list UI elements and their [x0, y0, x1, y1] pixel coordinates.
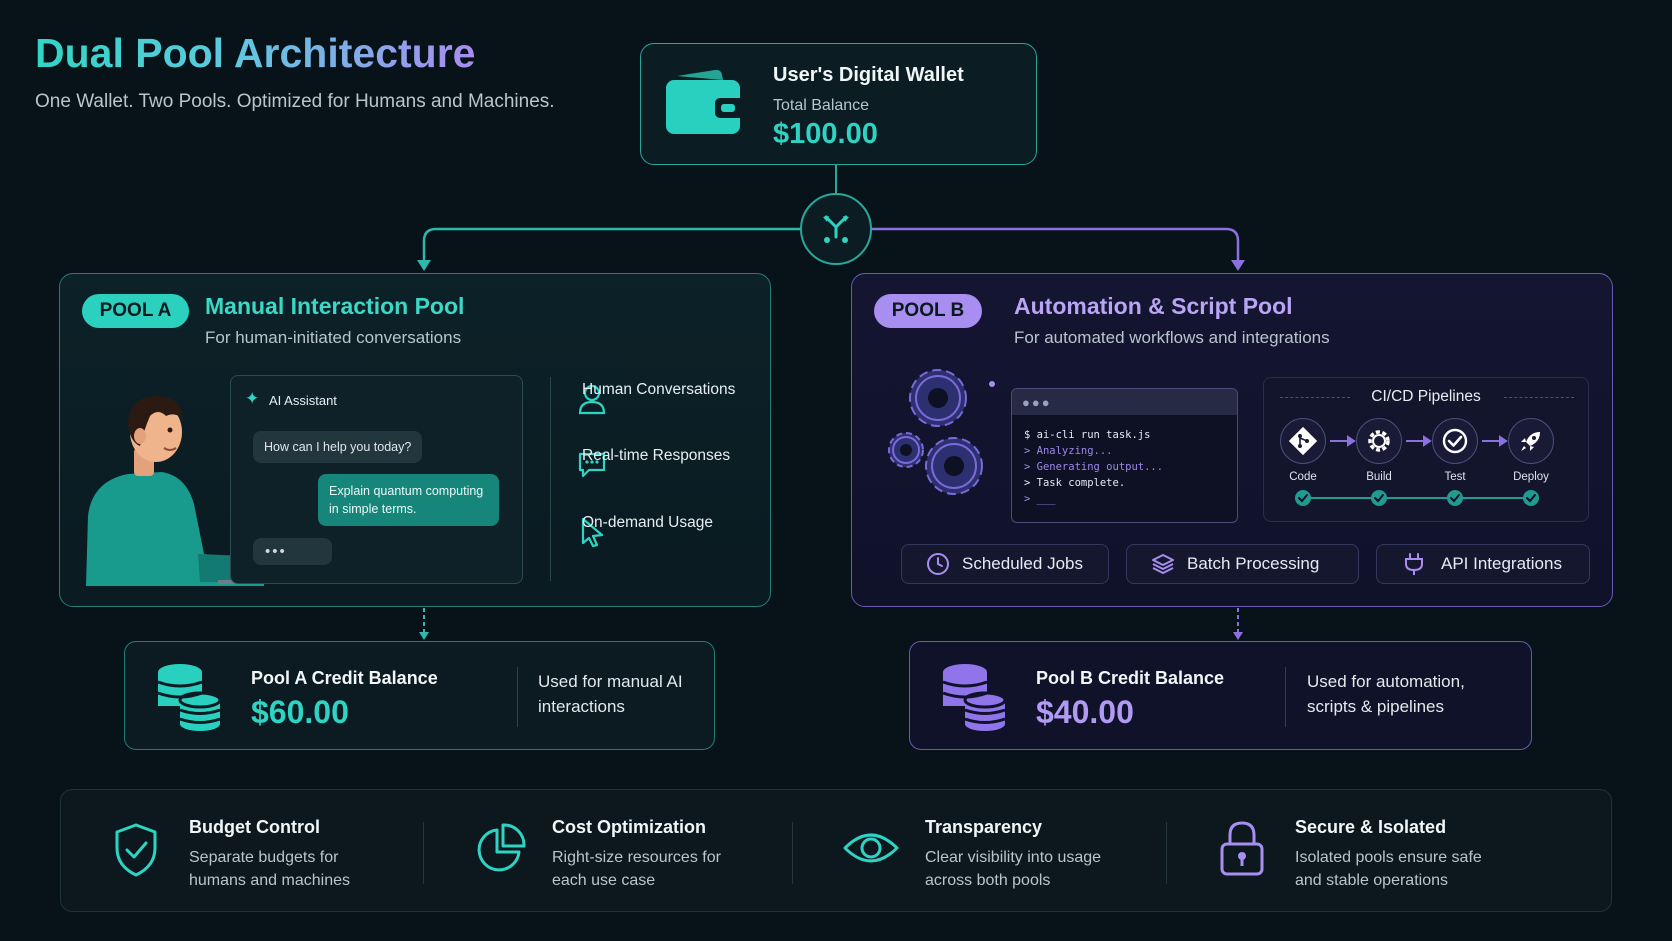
eye-icon [843, 833, 899, 863]
benefit-title: Budget Control [189, 817, 320, 837]
gear-icon [1368, 430, 1390, 452]
chip-label: Batch Processing [1187, 554, 1320, 573]
layers-icon [1152, 554, 1174, 574]
wallet-balance: $100.00 [773, 118, 878, 150]
cicd-pipelines: CI/CD Pipelines [1263, 377, 1589, 522]
user-message: Explain quantum computing in simple term… [318, 474, 499, 526]
plug-icon [1405, 553, 1423, 575]
gears-icon [888, 369, 995, 495]
coins-stack-icon [942, 664, 1007, 731]
stage-build [1356, 418, 1402, 464]
fork-split-icon [823, 215, 849, 243]
pool-b-credit-description: Used for automation, scripts & pipelines [1307, 672, 1465, 716]
typing-indicator: ••• [253, 538, 332, 565]
coins-stack-icon [157, 664, 222, 731]
terminal-window: ●●● $ ai-cli run task.js > Analyzing... … [1011, 388, 1238, 523]
pool-b-credit-card: Pool B Credit Balance $40.00 Used for au… [909, 641, 1532, 750]
pool-a-title: Manual Interaction Pool [205, 293, 465, 319]
terminal-line: > Task complete. [1024, 477, 1126, 489]
terminal-title-bar: ●●● [1012, 389, 1237, 415]
pool-b-panel: POOL B Automation & Script Pool For auto… [851, 273, 1613, 607]
pool-a-subtitle: For human-initiated conversations [205, 328, 462, 347]
pool-b-credit-title: Pool B Credit Balance [1036, 668, 1225, 688]
chip-api-integrations: API Integrations [1376, 544, 1590, 584]
cicd-title: CI/CD Pipelines [1371, 388, 1481, 405]
lock-icon [1220, 821, 1264, 876]
rocket-icon [1521, 432, 1540, 451]
stage-label-test: Test [1444, 471, 1466, 483]
chat-header: AI Assistant [269, 393, 337, 408]
pool-a-credit-title: Pool A Credit Balance [251, 668, 438, 688]
pool-a-credit-description: Used for manual AI interactions [538, 672, 683, 716]
terminal-line: > ___ [1024, 493, 1056, 505]
window-dots: ●●● [1022, 395, 1052, 410]
sparkle-icon: ✦ [245, 389, 260, 408]
cicd-dash-right [1504, 397, 1574, 398]
cicd-dash-left [1280, 397, 1350, 398]
feature-real-time-responses: Real-time Responses [582, 447, 731, 464]
pool-a-credit-card: Pool A Credit Balance $60.00 Used for ma… [124, 641, 715, 750]
pool-b-subtitle: For automated workflows and integrations [1014, 328, 1330, 347]
person-illustration [86, 395, 264, 586]
stage-code [1280, 418, 1326, 464]
stage-label-build: Build [1366, 471, 1392, 483]
stage-label-code: Code [1289, 471, 1317, 483]
pool-a-divider [550, 377, 551, 581]
terminal-line: $ ai-cli run task.js [1024, 429, 1151, 441]
benefit-title: Cost Optimization [552, 817, 706, 837]
benefit-title: Secure & Isolated [1295, 817, 1447, 837]
pool-b-title: Automation & Script Pool [1014, 293, 1293, 319]
chip-label: Scheduled Jobs [962, 554, 1083, 573]
chip-scheduled-jobs: Scheduled Jobs [901, 544, 1109, 584]
wallet-title: User's Digital Wallet [773, 64, 964, 86]
benefit-divider [1166, 822, 1167, 884]
credit-b-divider [1285, 667, 1286, 727]
chat-window: ✦ AI Assistant How can I help you today?… [230, 375, 523, 584]
stage-label-deploy: Deploy [1513, 471, 1549, 483]
git-icon [1288, 426, 1318, 456]
shield-check-icon [115, 823, 157, 877]
benefit-description: Separate budgets for humans and machines [189, 849, 350, 889]
user-icon [578, 384, 606, 415]
terminal-line: > Analyzing... [1024, 445, 1113, 457]
page-subtitle: One Wallet. Two Pools. Optimized for Hum… [35, 91, 555, 112]
pool-a-panel: POOL A Manual Interaction Pool For human… [59, 273, 771, 607]
pie-chart-icon [477, 823, 526, 872]
credit-a-divider [517, 667, 518, 727]
feature-on-demand-usage: On-demand Usage [582, 514, 713, 531]
stage-test [1432, 418, 1478, 464]
chip-label: API Integrations [1441, 554, 1562, 573]
page-title: Dual Pool Architecture [35, 30, 476, 76]
pipeline-arrows [1295, 435, 1539, 506]
wallet-card: User's Digital Wallet Total Balance $100… [640, 43, 1037, 165]
benefit-divider [792, 822, 793, 884]
pool-b-credit-amount: $40.00 [1036, 694, 1134, 730]
terminal-line: > Generating output... [1024, 461, 1164, 473]
benefits-bar: Budget Control Separate budgets for huma… [60, 789, 1612, 912]
wallet-icon [666, 69, 745, 134]
stage-deploy [1508, 418, 1554, 464]
benefit-divider [423, 822, 424, 884]
benefit-description: Right-size resources for each use case [552, 849, 721, 889]
feature-human-conversations: Human Conversations [582, 381, 736, 398]
check-circle-icon [1442, 428, 1468, 454]
benefit-description: Clear visibility into usage across both … [925, 849, 1102, 889]
pool-b-badge: POOL B [874, 294, 982, 328]
wallet-balance-label: Total Balance [773, 97, 870, 114]
chip-batch-processing: Batch Processing [1126, 544, 1359, 584]
chat-icon [578, 452, 606, 478]
assistant-message: How can I help you today? [253, 431, 423, 463]
pool-a-badge: POOL A [82, 294, 189, 328]
pool-a-credit-amount: $60.00 [251, 694, 349, 730]
benefit-title: Transparency [925, 817, 1043, 837]
cursor-icon [581, 517, 604, 547]
benefit-description: Isolated pools ensure safe and stable op… [1295, 849, 1482, 889]
clock-icon [927, 553, 949, 575]
